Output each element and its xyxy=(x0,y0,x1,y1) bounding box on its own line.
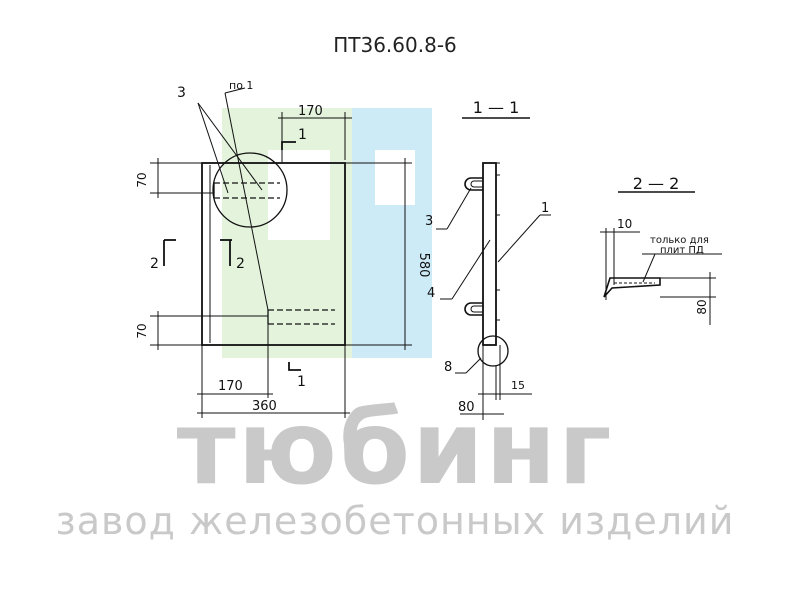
dim-bottom-170: 170 xyxy=(218,379,243,394)
section-1-1-title: 1 — 1 xyxy=(473,98,520,117)
section-2-2-edge xyxy=(603,277,661,298)
drawing-title: ПТ36.60.8-6 xyxy=(333,33,457,57)
dim-15: 15 xyxy=(511,379,525,392)
section-2-2-view xyxy=(600,191,722,325)
section-mark-1-top: 1 xyxy=(298,127,307,143)
section-mark-1-bottom: 1 xyxy=(297,374,306,390)
dim-top-170: 170 xyxy=(298,104,323,119)
dim-left-bottom-70: 70 xyxy=(135,323,149,338)
section-2-2-title: 2 — 2 xyxy=(633,174,680,193)
watermark-brand: тюбинг xyxy=(176,389,614,508)
dim-left-top-70: 70 xyxy=(135,172,149,187)
dim-80-section-1: 80 xyxy=(458,400,475,415)
callout-8: 8 xyxy=(444,360,452,375)
dim-10: 10 xyxy=(617,217,632,231)
watermark-tagline: завод железобетонных изделий xyxy=(55,499,735,543)
section-mark-2-left: 2 xyxy=(150,256,159,272)
dim-width-360: 360 xyxy=(252,399,277,414)
detail-circle xyxy=(212,152,288,228)
callout-1: 1 xyxy=(541,201,549,216)
note-line-2: плит ПД xyxy=(660,245,704,256)
callout-po1: по 1 xyxy=(229,79,253,92)
note-line-1: только для xyxy=(650,235,709,246)
detail-circle-8 xyxy=(477,335,509,367)
dim-height-580: 580 xyxy=(416,253,431,278)
watermark-cutout-2 xyxy=(375,150,415,205)
watermark-cutout xyxy=(268,150,330,240)
watermark-blue-block xyxy=(352,108,432,358)
watermark-logo xyxy=(222,108,432,358)
slab-outline xyxy=(201,162,346,346)
callout-3: 3 xyxy=(177,85,186,101)
section-1-1-view xyxy=(436,117,551,420)
callout-4: 4 xyxy=(427,286,435,301)
section-mark-2-inner: 2 xyxy=(236,256,245,272)
dim-80-section-2: 80 xyxy=(695,299,709,314)
plan-view xyxy=(150,87,412,418)
callout-3-section: 3 xyxy=(425,214,433,229)
section-1-1-slab xyxy=(482,162,497,346)
